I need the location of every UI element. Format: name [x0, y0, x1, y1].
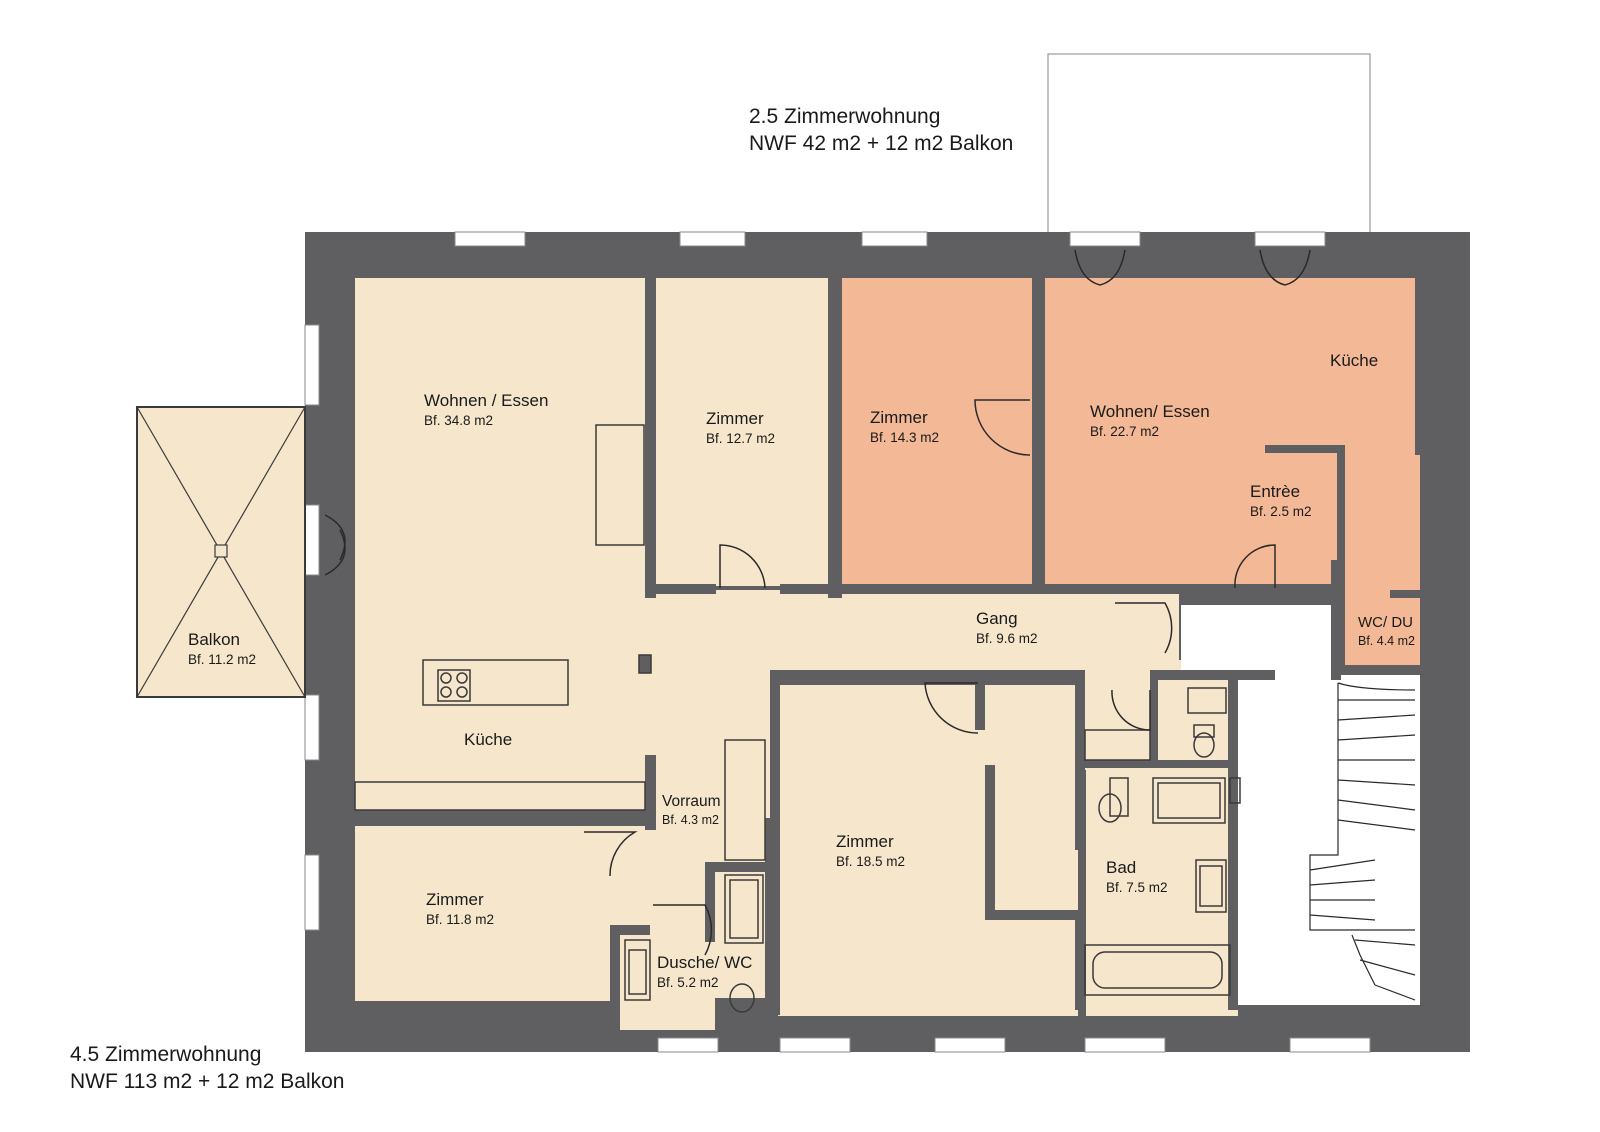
room-area-zimmer-a: Bf. 12.7 m2	[706, 431, 775, 446]
room-label-wohnen-essen-large: Wohnen / Essen	[424, 391, 548, 410]
room-label-balkon: Balkon	[188, 630, 240, 649]
unit-small-floor	[842, 278, 1420, 665]
room-label-entree: Entrèe	[1250, 482, 1300, 501]
room-label-zimmer-c: Zimmer	[836, 832, 894, 851]
unit-summary-large: 4.5 Zimmerwohnung NWF 113 m2 + 12 m2 Bal…	[70, 1041, 344, 1095]
room-label-wohnen-essen-small: Wohnen/ Essen	[1090, 402, 1210, 421]
room-label-zimmer-d: Zimmer	[426, 890, 484, 909]
room-label-vorraum: Vorraum	[662, 793, 721, 810]
staircase-area	[1238, 675, 1420, 1005]
balcony-outline-top	[1047, 53, 1371, 235]
room-label-gang: Gang	[976, 609, 1018, 628]
room-labels: Wohnen / Essen Bf. 34.8 m2 Zimmer Bf. 12…	[188, 351, 1415, 990]
staircase	[1309, 682, 1416, 1001]
room-area-gang: Bf. 9.6 m2	[976, 631, 1038, 646]
room-area-wohnen-essen-large: Bf. 34.8 m2	[424, 413, 493, 428]
balkon-structure	[136, 406, 306, 698]
room-label-zimmer-b: Zimmer	[870, 408, 928, 427]
room-label-kueche-small: Küche	[1330, 351, 1378, 370]
unit-area-small: NWF 42 m2 + 12 m2 Balkon	[749, 132, 1014, 155]
room-label-dusche-wc: Dusche/ WC	[657, 953, 752, 972]
unit-title-large: 4.5 Zimmerwohnung	[70, 1043, 262, 1066]
unit-large-floor	[355, 278, 1238, 1030]
room-label-zimmer-a: Zimmer	[706, 409, 764, 428]
landing-area	[1181, 605, 1331, 675]
interior-walls	[355, 278, 1420, 1048]
door-swings	[324, 249, 1311, 956]
room-area-dusche-wc: Bf. 5.2 m2	[657, 975, 719, 990]
fixtures	[354, 424, 1241, 1013]
room-area-entree: Bf. 2.5 m2	[1250, 504, 1312, 519]
windows	[304, 231, 1371, 1053]
room-area-vorraum: Bf. 4.3 m2	[662, 813, 719, 827]
room-area-zimmer-c: Bf. 18.5 m2	[836, 854, 905, 869]
unit-summary-small: 2.5 Zimmerwohnung NWF 42 m2 + 12 m2 Balk…	[749, 103, 1013, 157]
room-area-wc-du: Bf. 4.4 m2	[1358, 634, 1415, 648]
room-label-kueche-large: Küche	[464, 730, 512, 749]
unit-area-large: NWF 113 m2 + 12 m2 Balkon	[70, 1070, 345, 1093]
room-label-wc-du: WC/ DU	[1358, 614, 1413, 631]
room-area-zimmer-d: Bf. 11.8 m2	[426, 912, 494, 927]
unit-title-small: 2.5 Zimmerwohnung	[749, 105, 941, 128]
room-area-bad: Bf. 7.5 m2	[1106, 880, 1168, 895]
room-area-balkon: Bf. 11.2 m2	[188, 652, 256, 667]
room-area-zimmer-b: Bf. 14.3 m2	[870, 430, 939, 445]
room-area-wohnen-essen-small: Bf. 22.7 m2	[1090, 424, 1159, 439]
room-label-bad: Bad	[1106, 858, 1136, 877]
